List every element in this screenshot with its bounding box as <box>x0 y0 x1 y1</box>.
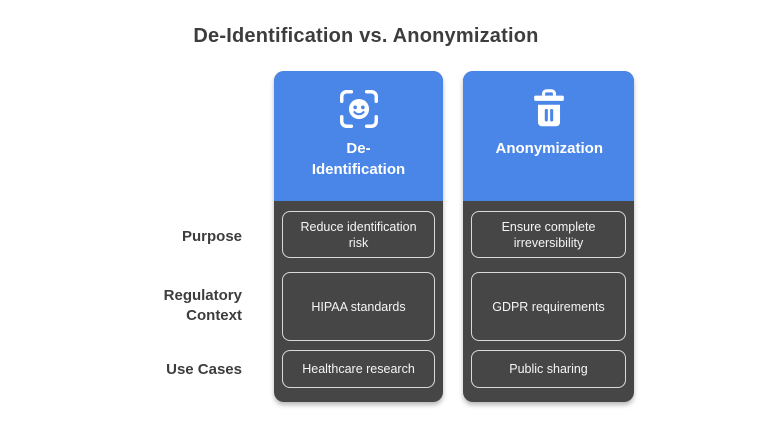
column-title-de-identification: De-Identification <box>311 140 406 178</box>
row-label-regulatory-context: Regulatory Context <box>163 287 242 324</box>
cell-anonymization-regulatory-context: GDPR requirements <box>471 272 626 341</box>
cell-de-identification-use-cases: Healthcare research <box>282 350 435 388</box>
cell-de-identification-regulatory-context: HIPAA standards <box>282 272 435 341</box>
trash-icon <box>526 86 572 132</box>
cell-anonymization-purpose: Ensure complete irreversibility <box>471 211 626 258</box>
cell-anonymization-use-cases: Public sharing <box>471 350 626 388</box>
row-label-purpose: Purpose <box>181 228 242 245</box>
cell-de-identification-purpose: Reduce identification risk <box>282 211 435 258</box>
column-body-de-identification: Reduce identification risk HIPAA standar… <box>274 201 443 402</box>
column-de-identification: De-Identification Reduce identification … <box>274 71 443 402</box>
column-body-anonymization: Ensure complete irreversibility GDPR req… <box>463 201 634 402</box>
face-scan-icon <box>336 86 382 132</box>
row-label-use-cases: Use Cases <box>166 361 242 378</box>
column-header-anonymization: Anonymization <box>463 71 634 201</box>
column-title-anonymization: Anonymization <box>495 140 604 157</box>
column-anonymization: Anonymization Ensure complete irreversib… <box>463 71 634 402</box>
column-header-de-identification: De-Identification <box>274 71 443 201</box>
page-title: De-Identification vs. Anonymization <box>193 25 539 47</box>
